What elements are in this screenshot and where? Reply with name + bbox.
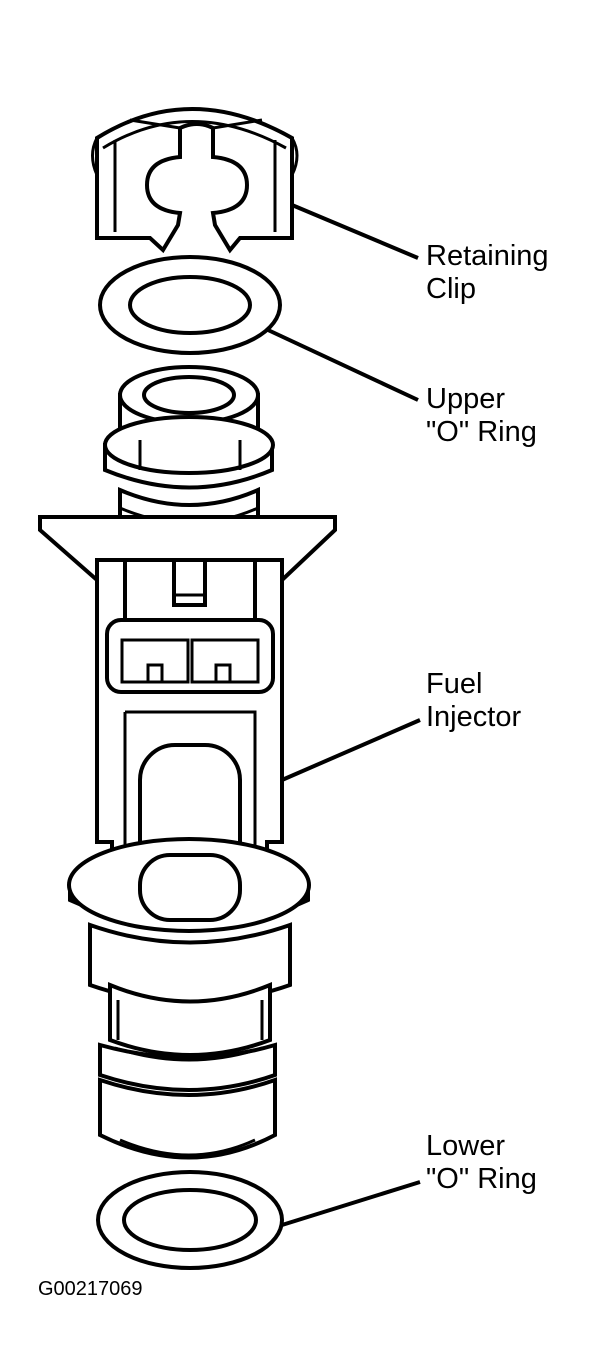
lower-o-ring-drawing	[96, 1170, 284, 1270]
label-retaining-clip-line1: Retaining	[426, 240, 549, 272]
retaining-clip-drawing	[91, 107, 299, 254]
label-lower-o-ring-line1: Lower	[426, 1130, 505, 1162]
upper-o-ring-drawing	[98, 255, 282, 355]
leader-lower-o-ring	[281, 1180, 421, 1227]
label-retaining-clip-line2: Clip	[426, 273, 476, 305]
figure-code: G00217069	[38, 1278, 143, 1300]
label-fuel-injector: Fuel Injector	[426, 668, 521, 734]
label-retaining-clip: Retaining Clip	[426, 240, 549, 306]
label-fuel-injector-line1: Fuel	[426, 668, 483, 700]
label-upper-o-ring-line2: "O" Ring	[426, 416, 537, 448]
label-lower-o-ring: Lower "O" Ring	[426, 1130, 537, 1196]
leader-upper-o-ring	[267, 328, 419, 402]
label-fuel-injector-line2: Injector	[426, 701, 522, 733]
leader-fuel-injector	[281, 718, 421, 782]
label-upper-o-ring: Upper "O" Ring	[426, 383, 537, 449]
label-lower-o-ring-line2: "O" Ring	[426, 1163, 537, 1195]
label-upper-o-ring-line1: Upper	[426, 383, 505, 415]
leader-retaining-clip	[291, 203, 419, 260]
fuel-injector-drawing	[38, 365, 337, 1160]
